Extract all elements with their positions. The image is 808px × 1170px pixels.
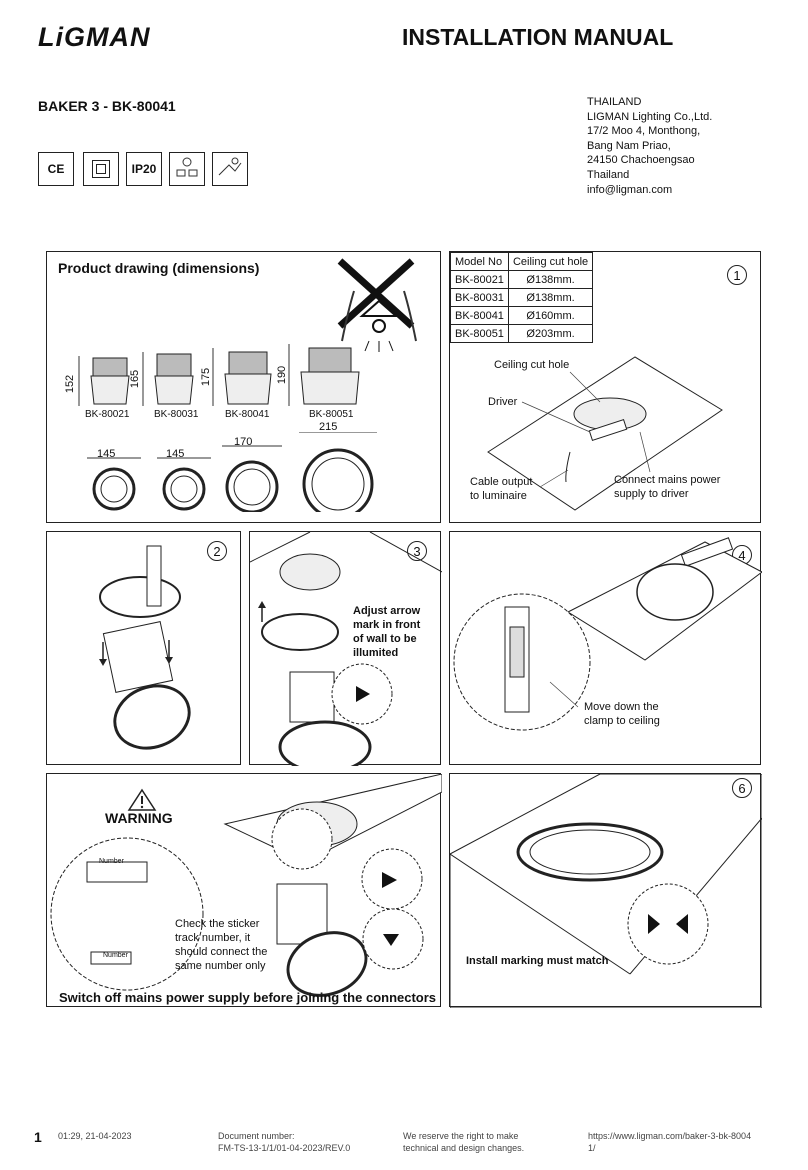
table-header-row: Model No Ceiling cut hole <box>450 252 594 271</box>
marking-match-illustration <box>450 774 762 1008</box>
move-clamp-note: Move down the clamp to ceiling <box>584 701 660 727</box>
page-number: 1 <box>34 1129 42 1145</box>
width-label: 215 <box>319 421 338 433</box>
sticker-number-label: Number <box>99 858 124 865</box>
model-label: BK-80041 <box>225 409 270 420</box>
switch-off-warning: Switch off mains power supply before joi… <box>59 990 437 1005</box>
connector-illustration <box>50 774 442 997</box>
step-4-panel: 4 Move down the clamp to ceiling <box>449 531 762 765</box>
luminaire-insert-illustration <box>99 545 191 750</box>
width-label: 170 <box>234 436 253 448</box>
install-marking-note: Install marking must match <box>466 955 609 967</box>
tool-symbol-icon <box>212 152 248 186</box>
document-number: Document number: FM-TS-13-1/1/01-04-2023… <box>218 1131 351 1153</box>
table-cell: BK-80031 <box>450 288 509 307</box>
page-title: INSTALLATION MANUAL <box>402 24 674 50</box>
ceiling-cut-illustration <box>487 356 723 511</box>
product-url-link[interactable]: https://www.ligman.com/baker-3-bk-8004 1… <box>588 1131 752 1153</box>
ligman-logo: LiGMAN <box>38 22 151 52</box>
ce-mark-icon: CE <box>38 152 74 186</box>
check-sticker-note: Check the sticker track number, it shoul… <box>175 918 268 972</box>
height-label: 165 <box>129 369 142 389</box>
warning-icon <box>127 788 157 811</box>
side-view-bk80031 <box>142 352 194 406</box>
drawing-title: Product drawing (dimensions) <box>58 260 260 276</box>
adjust-arrow-note: Adjust arrow mark in front of wall to be… <box>353 605 421 659</box>
side-view-bk80051 <box>288 344 360 406</box>
height-label: 152 <box>64 374 77 394</box>
step-number: 2 <box>207 541 227 561</box>
table-cell: BK-80041 <box>450 306 509 325</box>
height-label: 175 <box>200 367 213 387</box>
model-label: BK-80021 <box>85 409 130 420</box>
table-cell: BK-80021 <box>450 270 509 289</box>
table-cell: BK-80051 <box>450 324 509 343</box>
step-2-panel: 2 <box>46 531 241 765</box>
side-view-bk80041 <box>212 348 272 406</box>
table-cell: Ø203mm. <box>507 324 594 343</box>
product-name: BAKER 3 - BK-80041 <box>38 98 176 114</box>
top-view-drawings <box>87 432 377 512</box>
wiring-symbol-icon <box>169 152 205 186</box>
company-address: THAILAND LIGMAN Lighting Co.,Ltd. 17/2 M… <box>587 96 713 196</box>
model-label: BK-80051 <box>309 409 354 420</box>
step-number: 1 <box>727 265 747 285</box>
table-header: Ceiling cut hole <box>507 252 594 271</box>
no-insulation-cover-icon <box>337 258 417 352</box>
cable-output-label: Cable output to luminaire <box>470 476 533 502</box>
ip20-badge: IP20 <box>126 152 162 186</box>
connect-mains-label: Connect mains power supply to driver <box>614 474 721 500</box>
table-cell: Ø138mm. <box>507 270 594 289</box>
step-number: 3 <box>407 541 427 561</box>
ceiling-cut-hole-label: Ceiling cut hole <box>494 359 570 371</box>
table-cell: Ø138mm. <box>507 288 594 307</box>
model-label: BK-80031 <box>154 409 199 420</box>
side-view-bk80021 <box>78 356 130 406</box>
step-number: 6 <box>732 778 752 798</box>
step-3-panel: 3 Adjust arrow mark in front of wall to … <box>249 531 442 766</box>
warning-title: WARNING <box>105 810 173 826</box>
timestamp: 01:29, 21-04-2023 <box>58 1131 132 1141</box>
step-6-panel: 6 Install marking must match <box>449 773 762 1008</box>
width-label: 145 <box>97 448 116 460</box>
table-header: Model No <box>450 252 509 271</box>
sticker-number-label: Number <box>103 952 128 959</box>
class-ii-icon <box>83 152 119 186</box>
driver-label: Driver <box>488 396 518 408</box>
clamp-illustration <box>453 537 762 731</box>
height-label: 190 <box>276 365 289 385</box>
step-5-panel: 5 WARNING Number Number Check the sticke… <box>46 773 442 1007</box>
width-label: 145 <box>166 448 185 460</box>
adjust-arrow-illustration <box>250 532 442 766</box>
table-cell: Ø160mm. <box>507 306 594 325</box>
product-drawing-panel: Product drawing (dimensions) 152 165 175… <box>46 251 441 523</box>
reserve-note: We reserve the right to make technical a… <box>403 1131 525 1153</box>
